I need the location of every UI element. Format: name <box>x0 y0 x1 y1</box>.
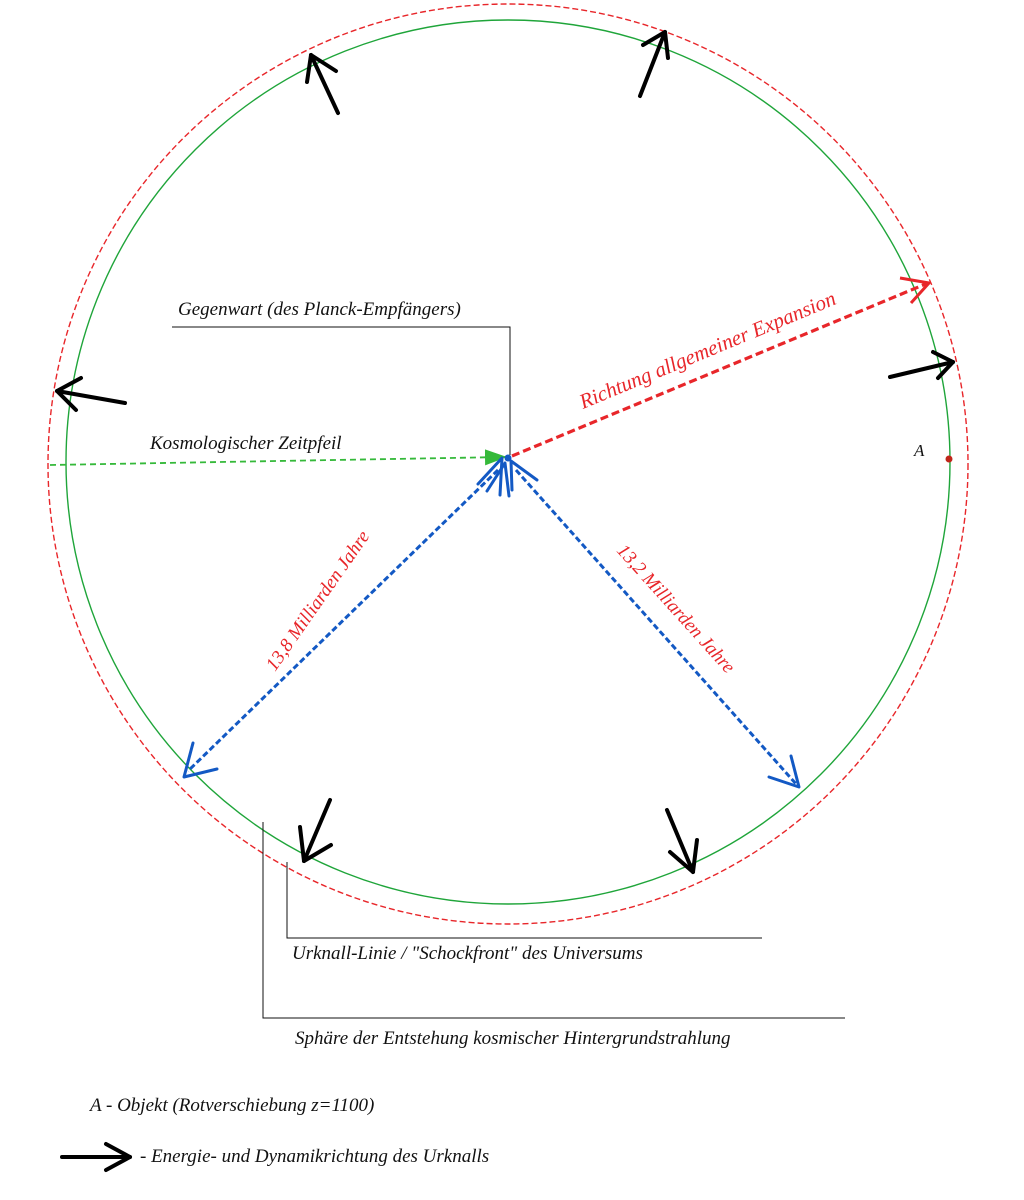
legend-object-a: A - Objekt (Rotverschiebung z=1100) <box>88 1095 374 1116</box>
expansion-arrow <box>511 276 931 458</box>
big-bang-line-label: Urknall-Linie / "Schockfront" des Univer… <box>292 943 643 964</box>
distance-arrow-left <box>182 456 511 779</box>
distance-right-label: 13,2 Milliarden Jahre <box>612 540 739 677</box>
object-a-label: A <box>913 441 925 460</box>
present-leader-line <box>172 326 511 455</box>
big-bang-line-circle <box>47 3 969 925</box>
time-arrow-label: Kosmologischer Zeitpfeil <box>149 433 342 454</box>
present-point <box>504 454 512 462</box>
cmb-sphere-label: Sphäre der Entstehung kosmischer Hinterg… <box>295 1028 731 1049</box>
cmb-sphere-circle <box>65 19 951 905</box>
energy-arrow-bottom-right <box>665 808 699 874</box>
energy-arrow-top-right <box>638 30 670 98</box>
energy-arrow-top-left <box>305 53 340 115</box>
big-bang-line-leader <box>286 862 762 939</box>
energy-arrow-right <box>888 350 955 380</box>
distance-left-label: 13,8 Milliarden Jahre <box>262 527 374 675</box>
legend: A - Objekt (Rotverschiebung z=1100) - En… <box>60 1095 489 1172</box>
legend-energy-arrow: - Energie- und Dynamikrichtung des Urkna… <box>140 1146 489 1167</box>
object-a-dot <box>945 455 953 463</box>
cmb-sphere-leader <box>262 822 845 1019</box>
energy-arrow-bottom-left <box>298 798 333 863</box>
expansion-label: Richtung allgemeiner Expansion <box>575 286 839 414</box>
time-arrow <box>49 449 507 466</box>
energy-arrow-left <box>55 376 127 412</box>
energy-arrows <box>55 30 955 874</box>
distance-arrow-right <box>509 459 801 789</box>
black-open-arrow-icon <box>60 1142 132 1172</box>
present-label: Gegenwart (des Planck-Empfängers) <box>178 299 461 320</box>
